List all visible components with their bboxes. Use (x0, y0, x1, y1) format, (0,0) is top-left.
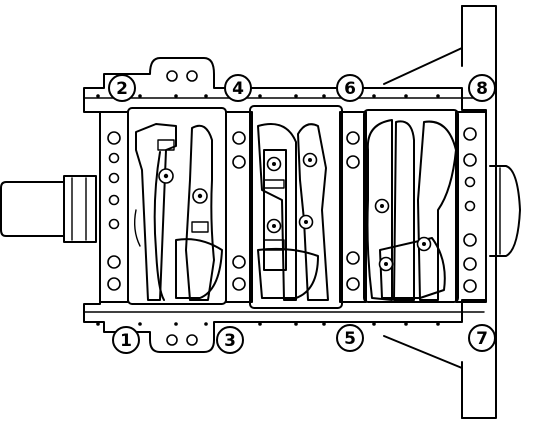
callout-6-label: 6 (344, 79, 356, 99)
callout-4: 4 (224, 74, 252, 102)
callout-6: 6 (336, 74, 364, 102)
crank-bay-3 (363, 109, 459, 303)
callout-8-label: 8 (476, 79, 488, 99)
callout-1-label: 1 (120, 331, 132, 351)
callout-3: 3 (216, 326, 244, 354)
crankshaft-front-end (0, 175, 97, 243)
bedplate-outline (83, 57, 487, 353)
callout-1: 1 (112, 326, 140, 354)
callout-7: 7 (468, 324, 496, 352)
callout-5-label: 5 (344, 329, 356, 349)
callout-5: 5 (336, 324, 364, 352)
callout-4-label: 4 (232, 79, 244, 99)
crank-bay-1 (127, 107, 227, 305)
rail-dots (96, 70, 440, 346)
crank-bay-2 (249, 105, 343, 309)
callout-2-label: 2 (116, 79, 128, 99)
crankshaft-rear-flange (489, 165, 521, 257)
callout-7-label: 7 (476, 329, 488, 349)
bridge-bolt-holes (107, 127, 477, 293)
callout-2: 2 (108, 74, 136, 102)
rear-plate (383, 5, 497, 419)
callout-3-label: 3 (224, 331, 236, 351)
callout-8: 8 (468, 74, 496, 102)
